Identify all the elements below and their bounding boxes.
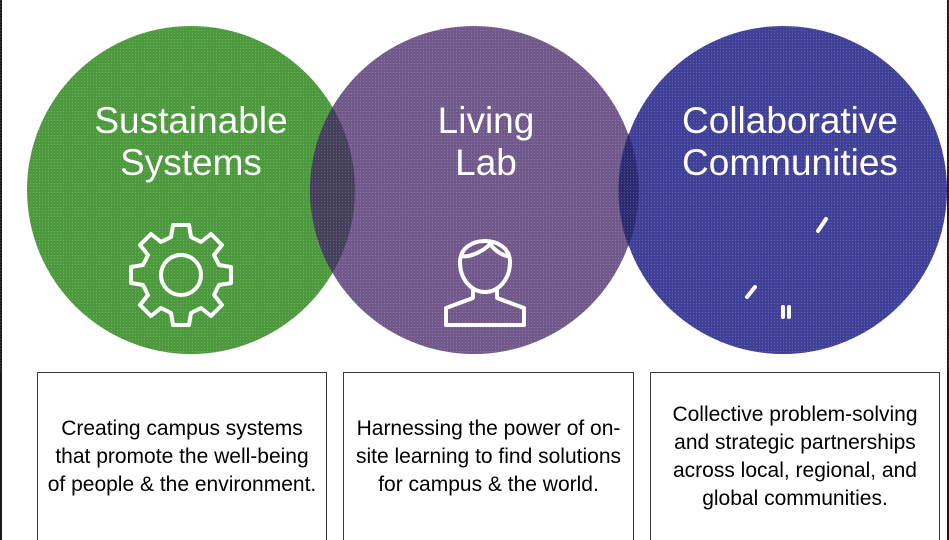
- description-living-lab: Harnessing the power of on-site learning…: [343, 372, 634, 540]
- title-line-2: Systems: [120, 142, 262, 183]
- description-collaborative-communities: Collective problem-solving and strategic…: [650, 372, 940, 540]
- title-line-1: Living: [437, 100, 535, 141]
- description-sustainable-systems: Creating campus systems that promote the…: [37, 372, 327, 540]
- title-sustainable-systems: Sustainable Systems: [94, 100, 287, 184]
- description-text: Collective problem-solving and strategic…: [672, 402, 918, 510]
- handshake-icon: [745, 217, 828, 319]
- title-line-1: Collaborative: [682, 100, 898, 141]
- person-icon: [444, 239, 526, 327]
- title-living-lab: Living Lab: [438, 100, 535, 184]
- title-collaborative-communities: Collaborative Communities: [682, 100, 898, 184]
- title-line-1: Sustainable: [94, 100, 288, 141]
- title-line-2: Lab: [455, 142, 517, 183]
- description-text: Creating campus systems that promote the…: [47, 416, 317, 496]
- description-text: Harnessing the power of on-site learning…: [356, 416, 621, 496]
- title-line-2: Communities: [682, 142, 898, 183]
- gear-icon: [129, 223, 233, 327]
